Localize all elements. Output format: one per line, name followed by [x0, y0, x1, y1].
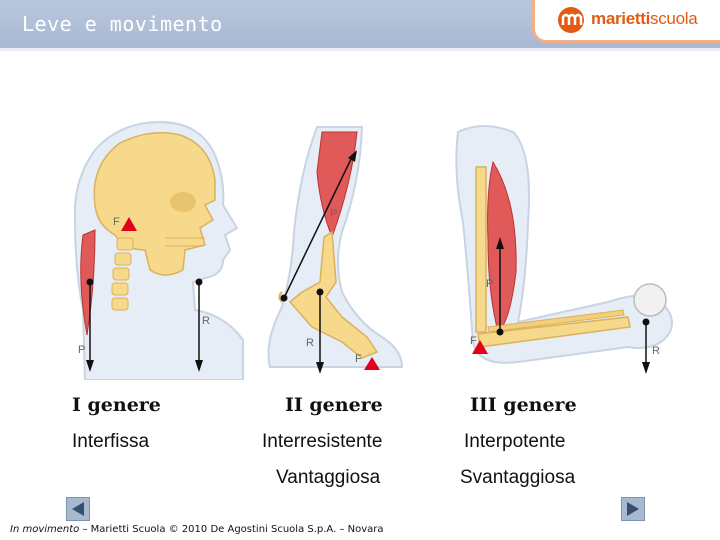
lever-note-third: Svantaggiosa [460, 467, 576, 488]
triangle-left-icon [72, 502, 84, 516]
lever-figure-second-class: P F R [267, 126, 404, 374]
footer-book-title: In movimento [10, 524, 80, 535]
brand-logo-box: mariettiscuola [532, 0, 720, 43]
slide-title: Leve e movimento [22, 12, 223, 36]
brand-name-light: scuola [650, 9, 698, 28]
label-R: R [652, 345, 660, 357]
footer-credit: In movimento – Marietti Scuola © 2010 De… [10, 524, 384, 535]
lever-note-second: Vantaggiosa [276, 467, 381, 488]
lever-figure-third-class: P F R [455, 125, 673, 374]
header-divider [0, 48, 720, 51]
label-R: R [306, 337, 314, 349]
lever-name-first: Interfissa [72, 431, 150, 452]
label-F: F [113, 216, 120, 228]
brand-name: mariettiscuola [591, 9, 698, 29]
triangle-right-icon [627, 502, 639, 516]
label-P: P [486, 278, 493, 290]
lever-class-third: III genere [470, 394, 577, 416]
label-R: R [202, 315, 210, 327]
label-P: P [330, 208, 337, 220]
lever-class-first: I genere [72, 394, 161, 416]
previous-slide-button[interactable] [66, 497, 90, 521]
marietti-logo-icon [558, 7, 584, 33]
fulcrum-marker [121, 217, 137, 231]
lever-name-third: Interpotente [464, 431, 566, 452]
next-slide-button[interactable] [621, 497, 645, 521]
fulcrum-marker [364, 357, 380, 370]
lever-class-second: II genere [285, 394, 383, 416]
fulcrum-marker [472, 340, 488, 354]
lever-name-second: Interresistente [262, 431, 383, 452]
label-P: P [78, 344, 85, 356]
label-F: F [470, 335, 477, 347]
brand-name-bold: marietti [591, 9, 651, 28]
lever-figure-first-class: F P R [73, 120, 244, 380]
footer-text: – Marietti Scuola © 2010 De Agostini Scu… [79, 524, 384, 535]
label-F: F [355, 353, 362, 365]
